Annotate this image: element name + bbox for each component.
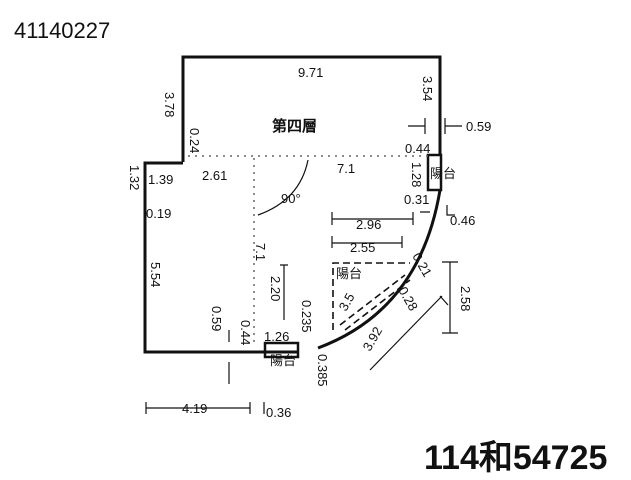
floor-label: 第四層 xyxy=(272,117,317,135)
dim-0-46: 0.46 xyxy=(450,213,475,228)
dim-0-21: 0.21 xyxy=(409,250,435,279)
dimension-lines xyxy=(145,118,462,414)
dim-0-235: 0.235 xyxy=(299,300,314,333)
case-number: 114和54725 xyxy=(424,439,608,477)
dim-0-44-top: 0.44 xyxy=(405,141,430,156)
dim-top: 9.71 xyxy=(298,65,323,80)
dim-5-54: 5.54 xyxy=(148,262,163,287)
angle-arc xyxy=(257,159,309,216)
dim-0-36: 0.36 xyxy=(266,405,291,420)
dim-1-32: 1.32 xyxy=(127,165,142,190)
outer-wall xyxy=(143,55,442,354)
balcony-right-box xyxy=(426,153,443,192)
dim-2-61: 2.61 xyxy=(202,168,227,183)
dim-7-1-horizontal: 7.1 xyxy=(337,161,355,176)
dim-right-upper: 3.54 xyxy=(420,76,435,101)
dashed-diagonal xyxy=(339,274,411,331)
dim-0-59: 0.59 xyxy=(209,306,224,331)
dim-0-44-bottom: 0.44 xyxy=(238,320,253,345)
dim-0-385: 0.385 xyxy=(315,354,330,387)
dim-2-20: 2.20 xyxy=(268,276,283,301)
dim-1-28: 1.28 xyxy=(409,162,424,187)
dim-right-offset: 0.59 xyxy=(466,119,491,134)
dashed-balcony-outline xyxy=(332,262,410,330)
dim-2-55: 2.55 xyxy=(350,240,375,255)
dim-3-92: 3.92 xyxy=(360,324,386,353)
dim-7-1-vertical: 7.1 xyxy=(253,243,268,261)
dim-0-19: 0.19 xyxy=(146,206,171,221)
dim-left-upper: 3.78 xyxy=(162,92,177,117)
dim-0-31: 0.31 xyxy=(404,192,429,207)
balcony-dashed-label: 陽台 xyxy=(336,266,362,281)
dim-0-24: 0.24 xyxy=(187,128,202,153)
document-id: 41140227 xyxy=(14,18,111,43)
balcony-bottom-box xyxy=(263,341,300,359)
balcony-right-label: 陽台 xyxy=(430,166,456,181)
angle-label: 90° xyxy=(281,191,301,206)
dim-3-5: 3.5 xyxy=(336,290,358,313)
dim-2-96: 2.96 xyxy=(356,217,381,232)
balcony-bottom-label: 陽台 xyxy=(270,353,296,368)
dim-2-58: 2.58 xyxy=(458,286,473,311)
dim-1-26: 1.26 xyxy=(264,329,289,344)
dim-4-19: 4.19 xyxy=(182,401,207,416)
dim-0-28: 0.28 xyxy=(395,284,421,313)
dim-1-39: 1.39 xyxy=(148,172,173,187)
